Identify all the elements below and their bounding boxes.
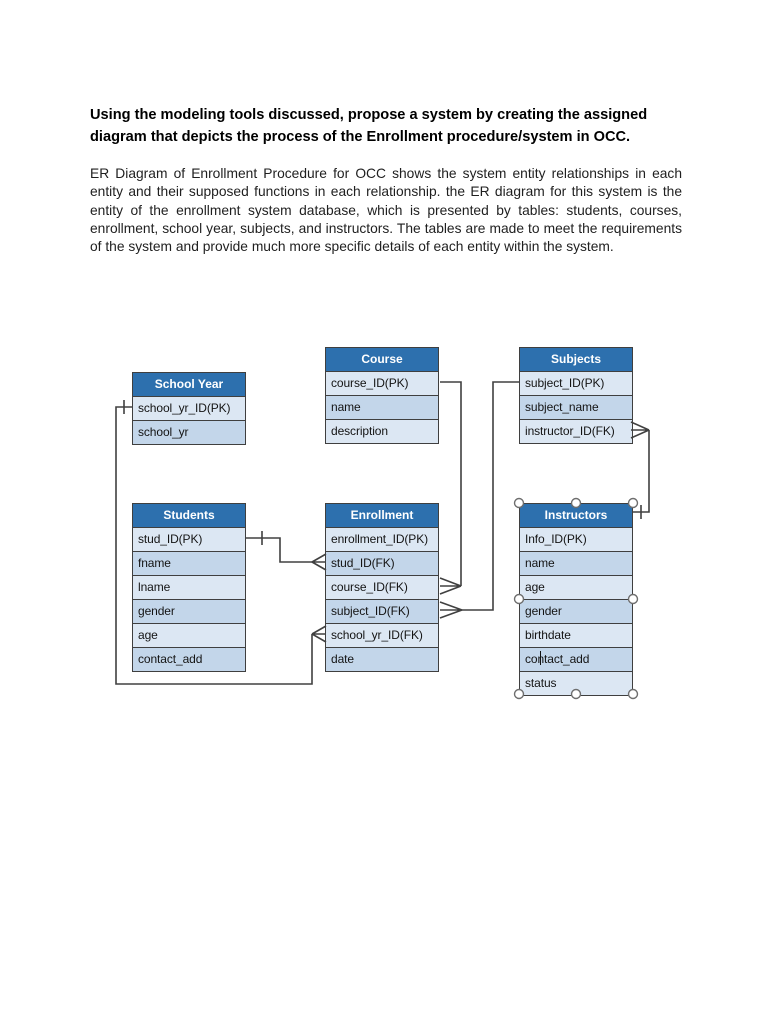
selection-handle-bottom-right[interactable]: [627, 688, 639, 700]
field-gender: gender: [133, 599, 245, 623]
field-enrollment-id-pk: enrollment_ID(PK): [326, 527, 438, 551]
field-instructor-id-fk: instructor_ID(FK): [520, 419, 632, 443]
field-stud-id-fk: stud_ID(FK): [326, 551, 438, 575]
crow-foot-icon-stud: [311, 553, 327, 571]
crow-foot-icon-school-yr: [311, 625, 327, 643]
field-instructor-name: name: [520, 551, 632, 575]
crow-foot-icon-subject: [439, 601, 463, 619]
field-date: date: [326, 647, 438, 671]
entity-course-title: Course: [326, 348, 438, 371]
selection-handle-top-left[interactable]: [513, 497, 525, 509]
field-course-id-pk: course_ID(PK): [326, 371, 438, 395]
field-instructor-age: age: [520, 575, 632, 599]
field-subject-id-pk: subject_ID(PK): [520, 371, 632, 395]
field-course-description: description: [326, 419, 438, 443]
selection-handle-mid-right[interactable]: [627, 593, 639, 605]
crow-foot-icon-course: [439, 577, 462, 595]
entity-school-year-title: School Year: [133, 373, 245, 396]
selection-handle-top-center[interactable]: [570, 497, 582, 509]
field-course-id-fk: course_ID(FK): [326, 575, 438, 599]
field-subject-name: subject_name: [520, 395, 632, 419]
field-instructor-contact-add: contact_add: [520, 647, 632, 671]
field-contact-add: contact_add: [133, 647, 245, 671]
relationship-line-students-enrollment: [246, 537, 312, 563]
field-stud-id-pk: stud_ID(PK): [133, 527, 245, 551]
text-cursor-caret: [540, 651, 541, 665]
entity-students-title: Students: [133, 504, 245, 527]
page-heading: Using the modeling tools discussed, prop…: [90, 107, 648, 145]
relationship-line-subjects-enrollment: [462, 381, 519, 611]
field-course-name: name: [326, 395, 438, 419]
field-subject-id-fk: subject_ID(FK): [326, 599, 438, 623]
relationship-line-course-enrollment: [440, 381, 462, 586]
selection-handle-top-right[interactable]: [627, 497, 639, 509]
selection-handle-bottom-center[interactable]: [570, 688, 582, 700]
entity-instructors-title: Instructors: [520, 504, 632, 527]
field-school-yr-id-fk: school_yr_ID(FK): [326, 623, 438, 647]
entity-subjects-title: Subjects: [520, 348, 632, 371]
field-age: age: [133, 623, 245, 647]
entity-course: Course course_ID(PK) name description: [325, 347, 439, 444]
entity-instructors: Instructors Info_ID(PK) name age gender …: [519, 503, 633, 696]
crow-foot-icon-instructor: [630, 421, 650, 439]
field-birthdate: birthdate: [520, 623, 632, 647]
field-school-yr-id-pk: school_yr_ID(PK): [133, 396, 245, 420]
field-info-id-pk: Info_ID(PK): [520, 527, 632, 551]
body-paragraph: ER Diagram of Enrollment Procedure for O…: [90, 166, 682, 255]
field-school-yr: school_yr: [133, 420, 245, 444]
entity-school-year: School Year school_yr_ID(PK) school_yr: [132, 372, 246, 445]
selection-handle-bottom-left[interactable]: [513, 688, 525, 700]
entity-enrollment: Enrollment enrollment_ID(PK) stud_ID(FK)…: [325, 503, 439, 672]
field-fname: fname: [133, 551, 245, 575]
field-lname: lname: [133, 575, 245, 599]
entity-subjects: Subjects subject_ID(PK) subject_name ins…: [519, 347, 633, 444]
entity-enrollment-title: Enrollment: [326, 504, 438, 527]
selection-handle-mid-left[interactable]: [513, 593, 525, 605]
field-instructor-gender: gender: [520, 599, 632, 623]
entity-students: Students stud_ID(PK) fname lname gender …: [132, 503, 246, 672]
